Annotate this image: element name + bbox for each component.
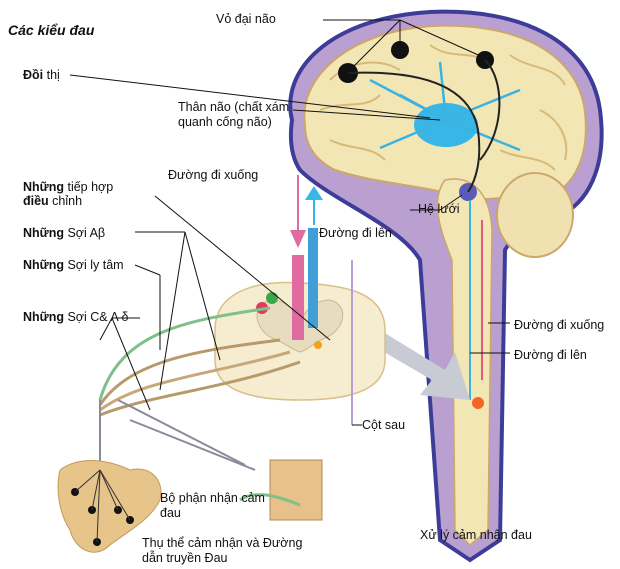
synapse-label-2: điều chỉnh [23, 194, 82, 209]
descending-top-label: Đường đi xuống [168, 168, 258, 183]
ascending-arrow [305, 186, 323, 225]
spinal-node [472, 397, 484, 409]
efferent-label: Những Sợi ly tâm [23, 258, 124, 273]
ascending-right-label: Đường đi lên [514, 348, 587, 363]
abeta-label-rest: Sợi Aβ [64, 226, 105, 240]
grey-pointers [100, 400, 255, 470]
synapse-label-2-bold: điều [23, 194, 49, 208]
brainstem-label: Thân não (chất xám quanh cống não) [178, 100, 296, 130]
thalamus-label: Đồi thị [23, 68, 60, 83]
nociceptor-label: Bộ phận nhận cảm đau [160, 491, 285, 521]
c-a-label: Những Sợi C& A δ [23, 310, 128, 325]
efferent-label-rest: Sợi ly tâm [64, 258, 124, 272]
abeta-label-bold: Những [23, 226, 64, 240]
thalamus-label-rest: thị [43, 68, 60, 82]
synapse-dot [314, 341, 322, 349]
synapse-label: Những tiếp hợp [23, 180, 113, 195]
synapse-label-rest: tiếp hợp [64, 180, 113, 194]
synapse-star-green [266, 292, 278, 304]
descending-column [292, 255, 304, 340]
thalamus-label-bold: Đồi [23, 68, 43, 82]
cerebellum [497, 173, 573, 257]
efferent-label-bold: Những [23, 258, 64, 272]
abeta-label: Những Sợi Aβ [23, 226, 105, 241]
reticular-label: Hệ lưới [418, 202, 460, 217]
synapse-label-bold: Những [23, 180, 64, 194]
ascending-top-label: Đường đi lên [319, 226, 392, 241]
descending-right-label: Đường đi xuống [514, 318, 604, 333]
descending-arrow [290, 175, 306, 248]
synapse-label-2-rest: chỉnh [49, 194, 82, 208]
c-a-label-rest: Sợi C& A δ [64, 310, 128, 324]
receptor-pathway-label: Thụ thể cảm nhận và Đường dẫn truyền Đau [142, 536, 312, 566]
page-title: Các kiểu đau [8, 22, 94, 38]
c-a-label-bold: Những [23, 310, 64, 324]
dorsal-column-label: Cột sau [362, 418, 405, 433]
ascending-column [308, 228, 318, 328]
processing-label: Xử lý cảm nhận đau [420, 528, 532, 543]
cortex-label: Vỏ đại não [216, 12, 276, 27]
